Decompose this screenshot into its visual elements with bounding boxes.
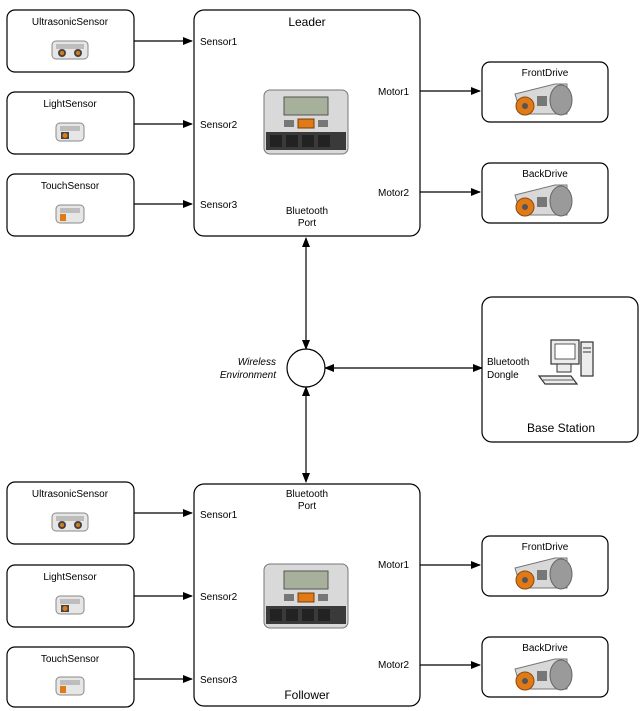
light-sensor-icon: [55, 595, 85, 615]
drive-label: FrontDrive: [522, 68, 569, 79]
leader-motor1-port: Motor1: [378, 87, 410, 98]
leader-front-drive-box: FrontDrive: [481, 61, 609, 123]
leader-title: Leader: [288, 15, 325, 29]
leader-ultrasonic-sensor-box: UltrasonicSensor: [6, 9, 135, 73]
sensor-label: TouchSensor: [41, 181, 100, 192]
follower-motor2-port: Motor2: [378, 660, 410, 671]
sensor-label: LightSensor: [43, 99, 97, 110]
sensor-label: TouchSensor: [41, 654, 100, 665]
base-station-box: Bluetooth Dongle Base Station: [481, 296, 639, 443]
follower-port-label: Port: [298, 501, 317, 512]
drive-label: FrontDrive: [522, 542, 569, 553]
nxt-brick-icon: [263, 89, 349, 155]
environment-label: Environment: [220, 370, 277, 381]
follower-box: Bluetooth Port Sensor1 Sensor2 Sensor3 M…: [193, 483, 421, 707]
leader-box: Leader Sensor1 Sensor2 Sensor3 Motor1 Mo…: [193, 9, 421, 237]
wireless-label: Wireless: [238, 357, 276, 368]
leader-back-drive-box: BackDrive: [481, 162, 609, 224]
base-station-title: Base Station: [527, 421, 595, 435]
leader-sensor3-port: Sensor3: [200, 200, 238, 211]
leader-sensor2-port: Sensor2: [200, 120, 238, 131]
leader-light-sensor-box: LightSensor: [6, 91, 135, 155]
leader-port-label: Port: [298, 218, 317, 229]
follower-sensor1-port: Sensor1: [200, 510, 238, 521]
leader-motor2-port: Motor2: [378, 188, 410, 199]
follower-back-drive-box: BackDrive: [481, 636, 609, 698]
sensor-label: LightSensor: [43, 572, 97, 583]
follower-bluetooth-label: Bluetooth: [286, 489, 328, 500]
ultrasonic-sensor-icon: [51, 512, 89, 532]
drive-label: BackDrive: [522, 169, 568, 180]
follower-touch-sensor-box: TouchSensor: [6, 646, 135, 708]
follower-sensor2-port: Sensor2: [200, 592, 238, 603]
touch-sensor-icon: [55, 204, 85, 224]
sensor-label: UltrasonicSensor: [32, 489, 109, 500]
drive-label: BackDrive: [522, 643, 568, 654]
leader-sensor1-port: Sensor1: [200, 37, 238, 48]
nxt-brick-icon: [263, 563, 349, 629]
follower-light-sensor-box: LightSensor: [6, 564, 135, 628]
touch-sensor-icon: [55, 676, 85, 696]
follower-ultrasonic-sensor-box: UltrasonicSensor: [6, 481, 135, 545]
follower-sensor3-port: Sensor3: [200, 675, 238, 686]
light-sensor-icon: [55, 122, 85, 142]
dongle-bluetooth-label: Bluetooth: [487, 357, 529, 368]
follower-motor1-port: Motor1: [378, 560, 410, 571]
dongle-label: Dongle: [487, 370, 519, 381]
wireless-environment-node: [286, 348, 326, 388]
follower-title: Follower: [284, 688, 329, 702]
ultrasonic-sensor-icon: [51, 40, 89, 60]
follower-front-drive-box: FrontDrive: [481, 535, 609, 597]
leader-touch-sensor-box: TouchSensor: [6, 173, 135, 237]
sensor-label: UltrasonicSensor: [32, 17, 109, 28]
leader-bluetooth-label: Bluetooth: [286, 206, 328, 217]
